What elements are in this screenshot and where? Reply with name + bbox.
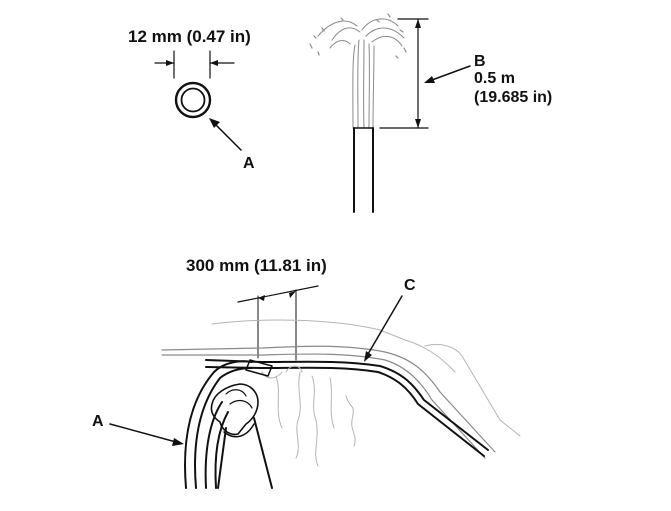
water-column-callout: B <box>474 53 486 70</box>
spray-distance-label: 300 mm (11.81 in) <box>186 256 327 275</box>
hose-section-leader <box>209 118 242 151</box>
water-height-imperial: (19.685 in) <box>474 89 552 106</box>
hose-section-ring <box>174 81 212 119</box>
spray-distance-dimension <box>237 285 319 361</box>
water-height-leader <box>424 65 471 83</box>
water-pipe <box>353 127 374 213</box>
water-height-dimension <box>379 18 429 129</box>
hose-callout: A <box>92 413 104 430</box>
seal-leader <box>364 295 403 362</box>
hose-and-hand <box>184 359 273 489</box>
car-body-outline <box>161 319 521 459</box>
seal-callout: C <box>404 277 416 294</box>
hose-diameter-dimension <box>154 50 235 79</box>
hose-diameter-label: 12 mm (0.47 in) <box>128 27 251 46</box>
hose-leader <box>109 423 184 446</box>
water-runoff <box>261 365 356 467</box>
hose-section-callout: A <box>243 155 255 172</box>
water-height-metric: 0.5 m <box>474 70 515 87</box>
car-water-test-figure: 300 mm (11.81 in) <box>92 256 521 489</box>
water-column-figure: B 0.5 m (19.685 in) <box>309 13 552 213</box>
hose-cross-section: 12 mm (0.47 in) A <box>128 27 255 172</box>
water-spray <box>309 13 407 129</box>
